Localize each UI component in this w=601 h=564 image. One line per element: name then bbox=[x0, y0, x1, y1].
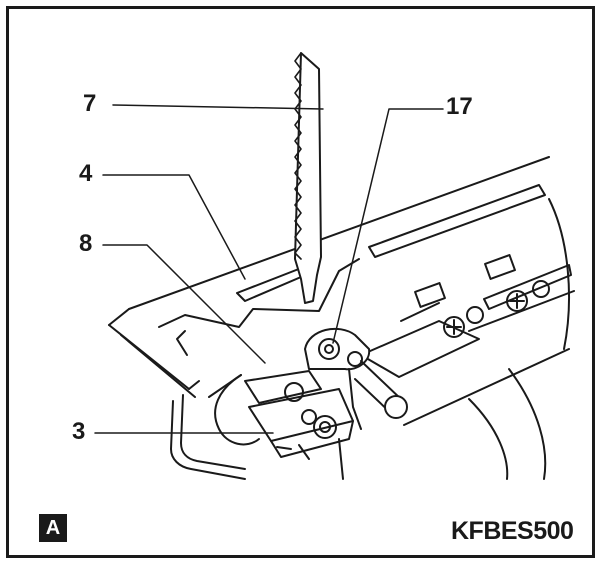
leader-7 bbox=[112, 104, 324, 110]
callout-3: 3 bbox=[72, 418, 86, 445]
guard-frame bbox=[170, 374, 344, 480]
blade-clamp bbox=[214, 327, 408, 460]
callout-17: 17 bbox=[446, 93, 473, 120]
model-number: KFBES500 bbox=[451, 517, 574, 545]
rail-screws bbox=[414, 254, 550, 338]
callout-8: 8 bbox=[79, 230, 93, 257]
figure-label-badge: A bbox=[39, 514, 67, 542]
jigsaw-blade-clamp-drawing bbox=[94, 52, 575, 480]
callout-7: 7 bbox=[83, 90, 97, 117]
motor-housing bbox=[360, 198, 570, 480]
base-plate bbox=[108, 156, 575, 426]
callout-4: 4 bbox=[79, 160, 93, 187]
figure-frame: 7 17 4 8 3 A KFBES500 bbox=[6, 6, 595, 558]
leader-8 bbox=[102, 244, 266, 364]
leader-17 bbox=[332, 108, 444, 344]
leader-4 bbox=[102, 174, 246, 280]
saw-blade bbox=[294, 52, 322, 304]
leader-lines bbox=[94, 104, 444, 434]
